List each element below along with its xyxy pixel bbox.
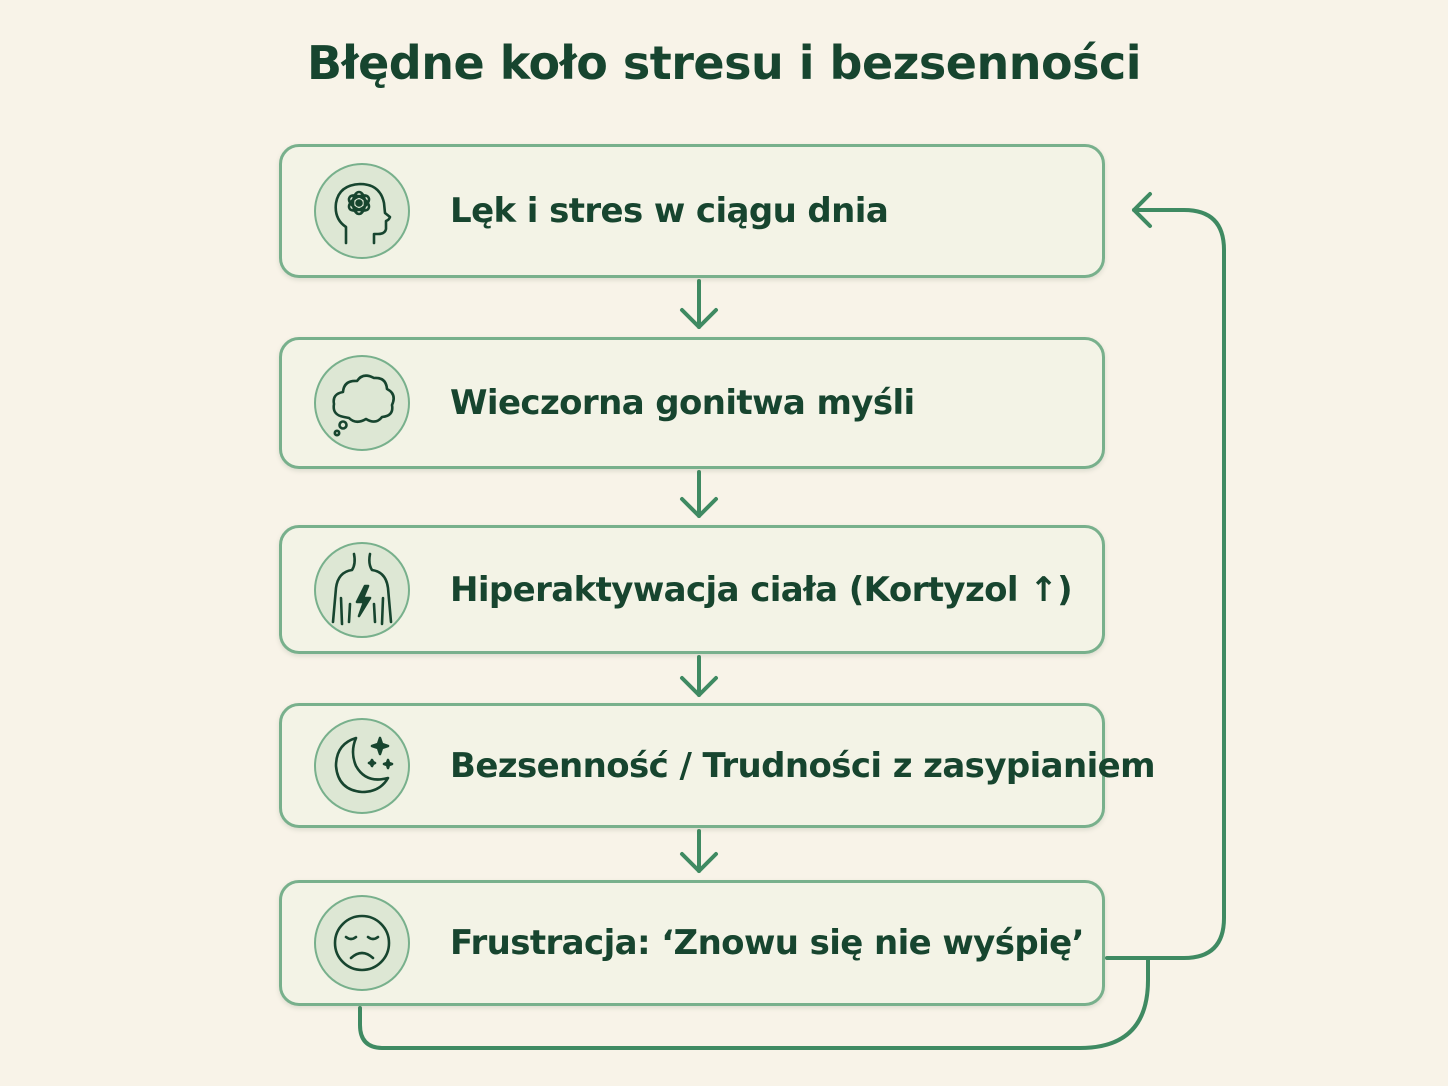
feedback-loop-arrow: [1105, 192, 1226, 960]
arrow-step3-to-step4: [680, 655, 718, 697]
head-brain-icon: [314, 163, 410, 259]
step-3-box: Hiperaktywacja ciała (Kortyzol ↑): [279, 525, 1105, 654]
thought-bubble-icon: [314, 355, 410, 451]
bottom-loop-line: [358, 958, 1150, 1050]
moon-stars-icon: [314, 717, 410, 814]
step-4-label: Bezsenność / Trudności z zasypianiem: [450, 745, 1156, 786]
step-1-label: Lęk i stres w ciągu dnia: [450, 191, 889, 231]
diagram-title: Błędne koło stresu i bezsenności: [306, 36, 1142, 90]
step-2-label: Wieczorna gonitwa myśli: [450, 383, 915, 423]
step-5-label: Frustracja: ‘Znowu się nie wyśpię’: [450, 923, 1085, 963]
sad-face-icon: [314, 895, 410, 991]
step-4-box: Bezsenność / Trudności z zasypianiem: [279, 703, 1156, 828]
arrow-step2-to-step3: [680, 470, 718, 518]
step-3-label: Hiperaktywacja ciała (Kortyzol ↑): [450, 569, 1073, 610]
step-1-box: Lęk i stres w ciągu dnia: [279, 144, 1105, 278]
body-energy-icon: [314, 541, 410, 638]
arrow-step1-to-step2: [680, 279, 718, 329]
step-5-box: Frustracja: ‘Znowu się nie wyśpię’: [279, 880, 1105, 1006]
arrow-step4-to-step5: [680, 829, 718, 873]
step-2-box: Wieczorna gonitwa myśli: [279, 337, 1105, 469]
